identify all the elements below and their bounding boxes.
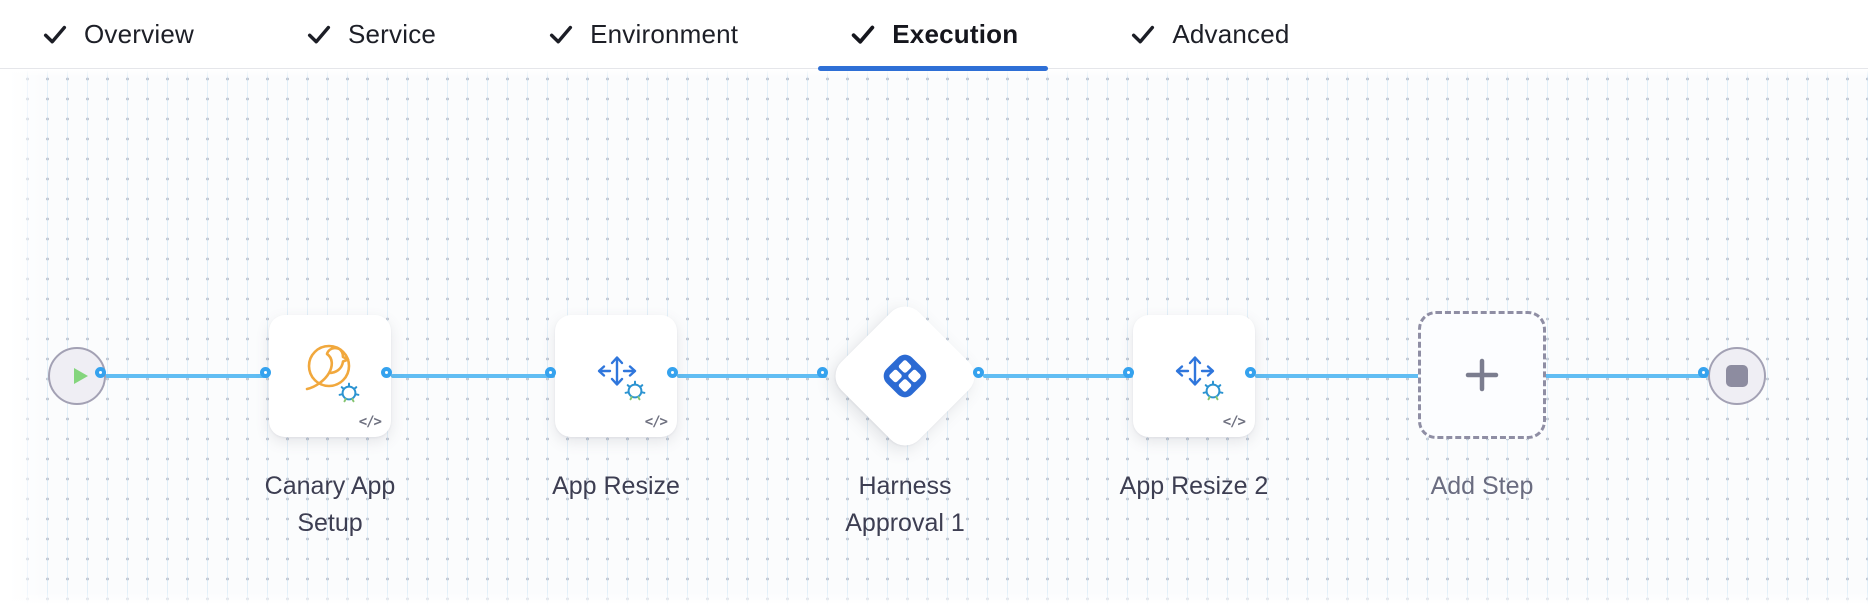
tab-label: Environment [590, 18, 739, 49]
step-config-tabbar: Overview Service Environment Execution A… [0, 0, 1868, 71]
step-node-app-resize-2[interactable]: </> [1133, 315, 1255, 437]
step-label: App Resize [552, 472, 680, 500]
edge-approval-resize2 [983, 374, 1133, 378]
tab-label: Advanced [1172, 18, 1290, 49]
code-view-badge: </> [358, 414, 382, 430]
connector-port[interactable] [817, 367, 828, 378]
pipeline-start-node [48, 347, 106, 405]
plus-icon [1465, 358, 1499, 392]
resize-arrows-icon [597, 356, 637, 386]
connector-port[interactable] [1698, 367, 1709, 378]
step-node-app-resize[interactable]: </> [555, 315, 677, 437]
add-step-button[interactable] [1418, 311, 1546, 439]
check-icon [852, 25, 875, 44]
edge-canary-resize [391, 374, 555, 378]
pipeline-canvas[interactable]: </> </> [0, 69, 1868, 608]
connector-port[interactable] [260, 367, 271, 378]
step-label: App Resize 2 [1119, 472, 1269, 500]
code-view-badge: </> [1222, 414, 1246, 430]
connector-port[interactable] [1245, 367, 1256, 378]
connector-port[interactable] [667, 367, 678, 378]
connector-port[interactable] [95, 367, 106, 378]
add-step-label: Add Step [1430, 472, 1534, 500]
resize-arrows-icon [1175, 356, 1215, 386]
tab-label: Service [347, 18, 437, 49]
tab-advanced[interactable]: Advanced [1098, 0, 1319, 68]
gear-badge-icon [624, 380, 646, 401]
edge-resize-approval [677, 374, 827, 378]
canary-bird-icon [305, 344, 351, 391]
canvas-bottom-fade [0, 592, 1868, 608]
code-view-badge: </> [644, 414, 668, 430]
step-label: Canary App Setup [264, 472, 396, 537]
gear-badge-icon [338, 382, 360, 403]
gear-badge-icon [1202, 380, 1224, 401]
step-label: Harness Approval 1 [845, 472, 965, 537]
check-icon [307, 25, 331, 44]
check-icon [1132, 25, 1155, 44]
active-tab-underline [818, 66, 1049, 71]
connector-port[interactable] [973, 367, 984, 378]
tab-label: Overview [84, 18, 194, 49]
connector-port[interactable] [381, 367, 392, 378]
connector-port[interactable] [1123, 367, 1134, 378]
tab-environment[interactable]: Environment [516, 0, 768, 68]
check-icon [550, 25, 573, 44]
play-icon [73, 368, 88, 384]
edge-start-canary [105, 374, 269, 378]
tab-execution[interactable]: Execution [818, 0, 1049, 71]
tab-overview[interactable]: Overview [10, 0, 224, 68]
connector-port[interactable] [545, 367, 556, 378]
tab-label: Execution [892, 18, 1019, 49]
check-icon [43, 25, 67, 44]
harness-logo-icon [883, 354, 927, 398]
tab-service[interactable]: Service [274, 0, 466, 68]
step-node-canary-app-setup[interactable]: </> [269, 315, 391, 437]
canvas-left-fade [0, 69, 44, 608]
stop-icon [1726, 365, 1748, 387]
pipeline-end-node [1708, 347, 1766, 405]
